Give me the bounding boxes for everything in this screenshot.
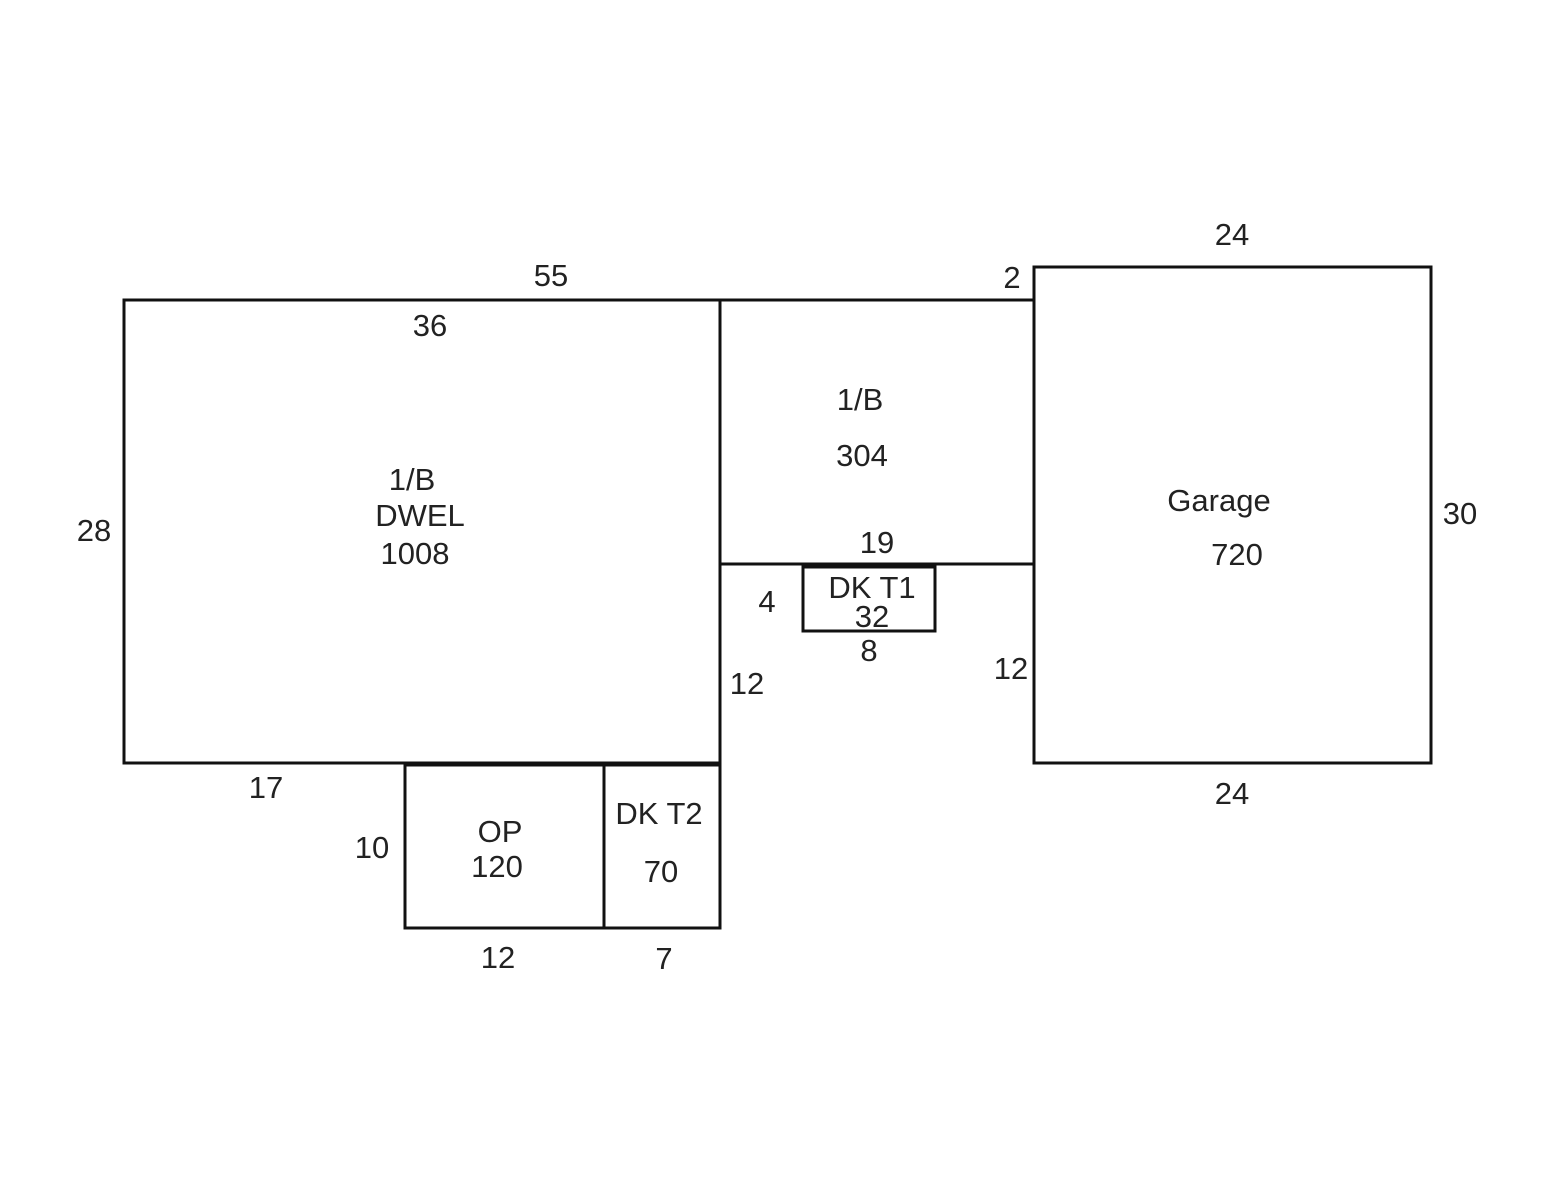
op-area: 120 — [471, 849, 523, 884]
garage-outline — [1032, 265, 1433, 765]
dim-dwel-left: 28 — [77, 513, 111, 548]
deck2-name: DK T2 — [615, 796, 702, 831]
op-name: OP — [478, 814, 523, 849]
garage-area: 720 — [1211, 537, 1263, 572]
dim-garage-top: 24 — [1215, 217, 1249, 252]
dim-op-bottom: 12 — [481, 940, 515, 975]
dim-garage-right: 30 — [1443, 496, 1477, 531]
dim-op-left: 10 — [355, 830, 389, 865]
dim-step-top: 2 — [1003, 260, 1020, 295]
deck1-outline — [801, 565, 937, 633]
deck1-name: DK T1 — [828, 570, 915, 605]
garage-name: Garage — [1167, 483, 1270, 518]
dim-deck1-left: 4 — [758, 584, 775, 619]
addition-area: 304 — [836, 438, 888, 473]
dwel-code: 1/B — [389, 462, 436, 497]
dim-garage-bottom: 24 — [1215, 776, 1249, 811]
dim-overall-top: 55 — [534, 258, 568, 293]
dim-notch-left: 12 — [730, 666, 764, 701]
dwel-area: 1008 — [381, 536, 450, 571]
dwel-name: DWEL — [375, 498, 465, 533]
deck2-outline — [602, 763, 722, 930]
dim-dwel-top: 36 — [413, 308, 447, 343]
dim-notch-right: 12 — [994, 651, 1028, 686]
dim-addition-bottom: 19 — [860, 525, 894, 560]
dim-deck2-bottom: 7 — [655, 941, 672, 976]
dim-dwel-bottom: 17 — [249, 770, 283, 805]
addition-code: 1/B — [837, 382, 884, 417]
deck1-area: 32 — [855, 599, 889, 634]
deck2-area: 70 — [644, 854, 678, 889]
dim-deck1-bottom: 8 — [860, 633, 877, 668]
